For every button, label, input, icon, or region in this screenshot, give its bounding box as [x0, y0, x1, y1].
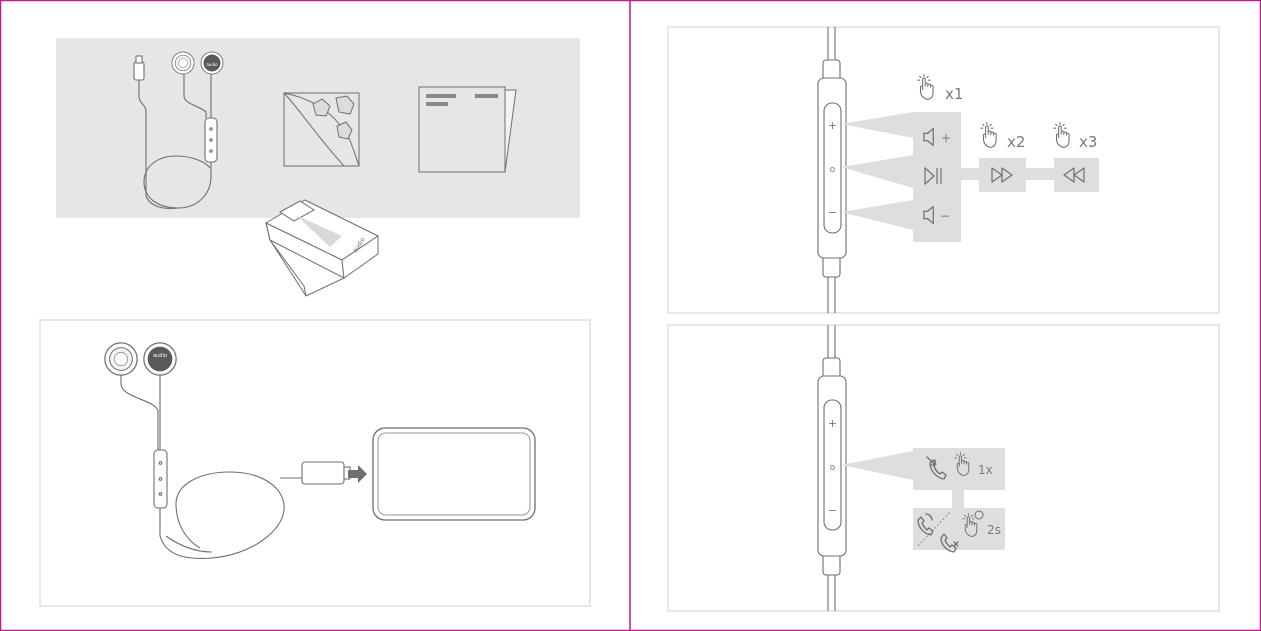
press-once-label: x1 — [945, 85, 963, 103]
arrow-right-icon — [348, 465, 367, 483]
tap-thrice-icon — [1054, 123, 1069, 148]
press-twice-label: x2 — [1007, 133, 1025, 151]
remote-center-button: o — [830, 463, 836, 473]
remote-vol-up-button: + — [828, 119, 837, 132]
call-controls-panel: + o − 1x 2s — [668, 325, 1219, 611]
callout-wedge-vol-down — [841, 200, 913, 230]
remote-vol-down-button: − — [828, 206, 837, 219]
volume-down-symbol: − — [940, 209, 950, 223]
callout-wedge-play — [841, 155, 913, 188]
ear-tips-card — [284, 93, 359, 166]
manual-booklet — [419, 87, 516, 172]
connected-earphones — [121, 366, 350, 558]
earbud-logo: audio — [153, 353, 167, 359]
previous-track-box — [1054, 158, 1099, 192]
connection-panel: audio — [40, 320, 590, 606]
earbud-logo: audio — [206, 62, 218, 67]
hold-duration-label: 2s — [987, 523, 1001, 537]
media-controls-panel: + o − + − x1 x2 — [668, 27, 1219, 313]
right-earbud-icon — [144, 343, 176, 375]
remote-vol-down-button: − — [828, 504, 837, 517]
remote-center-button: o — [830, 165, 836, 175]
callout-wedge-vol-up — [841, 112, 913, 138]
callout-wedge-call — [841, 451, 913, 480]
left-earbud-icon — [105, 343, 137, 375]
remote-vol-up-button: + — [828, 417, 837, 430]
left-earbud-icon — [172, 52, 194, 74]
tap-twice-icon — [981, 123, 996, 148]
package-contents-panel: audio audio — [56, 38, 580, 296]
timer-icon — [975, 511, 983, 519]
press-thrice-label: x3 — [1079, 133, 1097, 151]
connector-bar — [1026, 168, 1054, 180]
connector-bar — [961, 168, 979, 180]
connector-bar — [952, 490, 964, 508]
volume-up-symbol: + — [941, 131, 951, 145]
tap-once-icon — [918, 75, 933, 100]
answer-press-label: 1x — [978, 463, 993, 477]
smartphone-illustration — [373, 428, 535, 520]
